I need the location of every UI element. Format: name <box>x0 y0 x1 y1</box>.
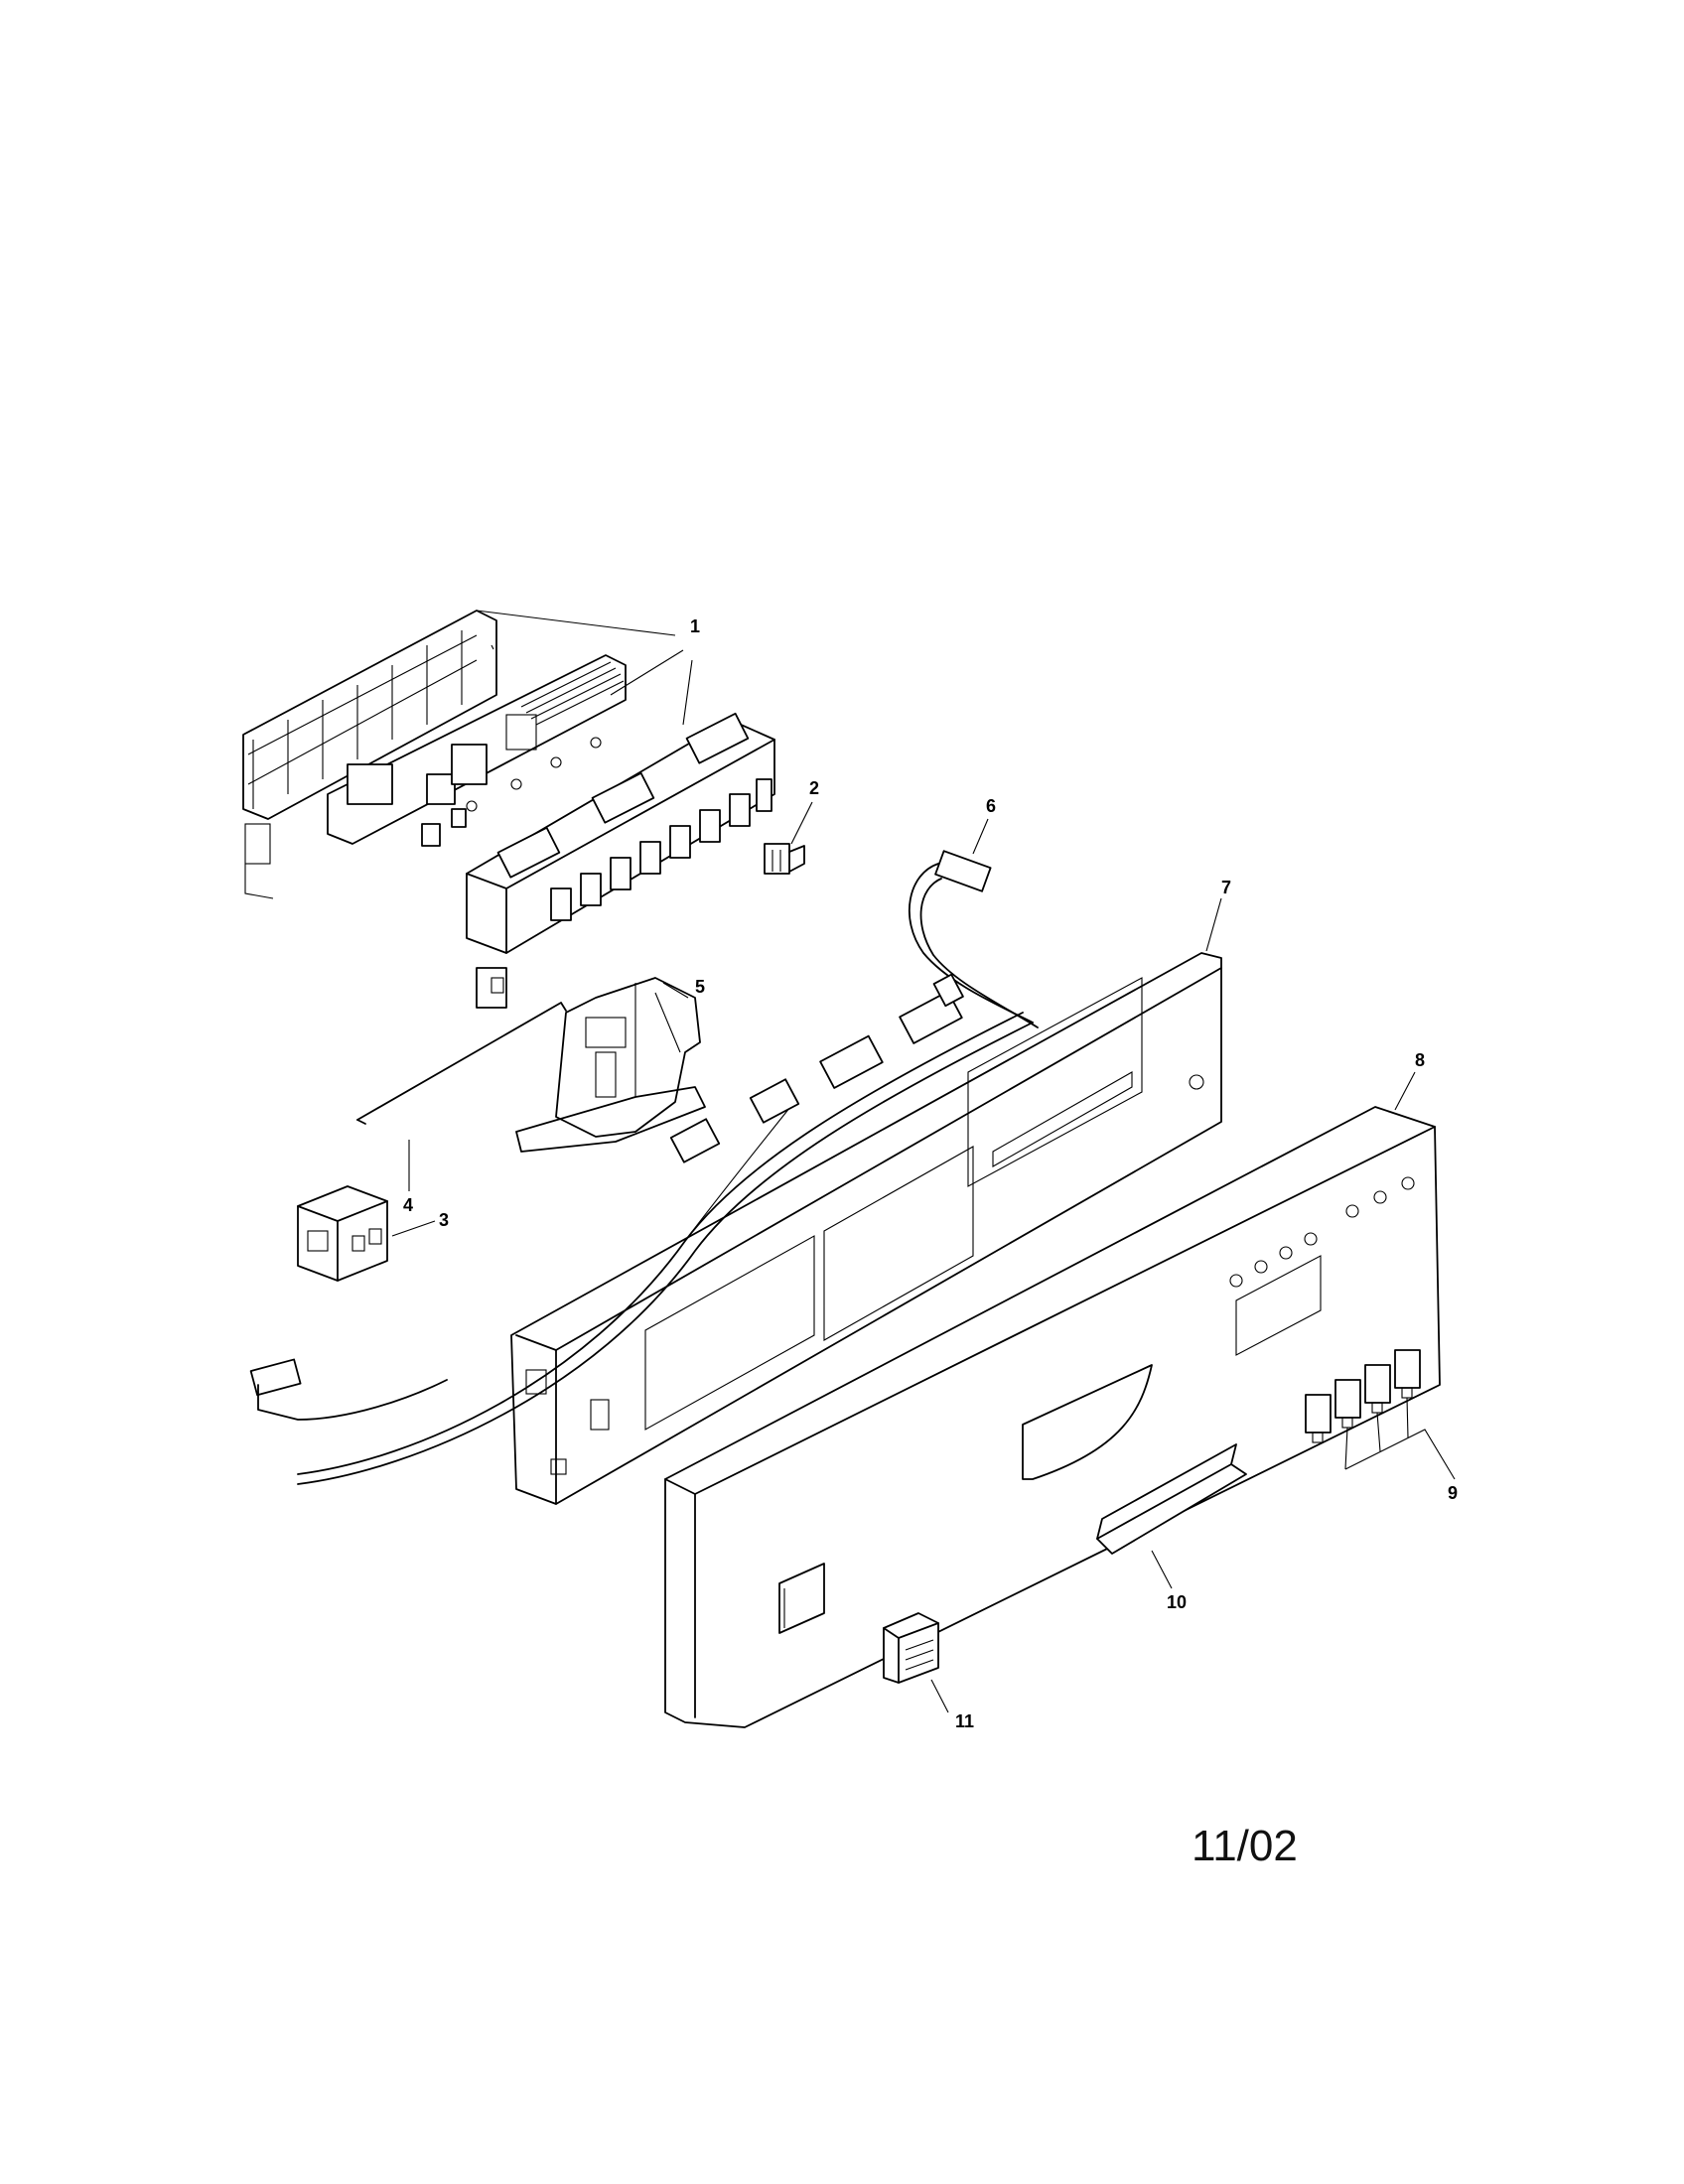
part-6-wire-harness <box>908 850 1039 1028</box>
callout-5: 5 <box>695 977 705 997</box>
part-3-switch-block <box>297 1185 388 1282</box>
leader-line-1d <box>682 659 693 726</box>
leader-line-1c <box>610 649 684 696</box>
part-4-rod <box>356 1002 567 1125</box>
part-9-button-caps <box>1305 1349 1421 1443</box>
callout-6: 6 <box>986 796 996 816</box>
leader-line-9b <box>1376 1412 1381 1452</box>
callout-4: 4 <box>403 1195 413 1215</box>
callout-10: 10 <box>1167 1592 1187 1612</box>
revision-date: 11/02 <box>1192 1822 1298 1870</box>
leader-line-1a <box>491 644 494 650</box>
leader-line-3 <box>391 1220 436 1237</box>
part-1-control-module <box>242 610 775 1009</box>
leader-line-7 <box>1205 897 1222 952</box>
leader-line-2 <box>790 801 813 845</box>
part-10-handle-insert <box>1096 1443 1247 1555</box>
callout-9: 9 <box>1448 1483 1458 1503</box>
leader-line-5 <box>662 982 689 999</box>
part-2-connector-clip <box>764 843 805 875</box>
leader-line-9c <box>1406 1397 1409 1438</box>
button-row <box>550 778 772 921</box>
callout-7: 7 <box>1221 878 1231 897</box>
callout-1: 1 <box>690 616 700 636</box>
leader-line-9 <box>1344 1429 1456 1480</box>
part-11-cap <box>883 1612 939 1684</box>
leader-line-11 <box>930 1679 949 1713</box>
part-8-front-panel <box>664 1106 1441 1728</box>
leader-line-8 <box>1394 1071 1416 1111</box>
leader-line-1b <box>476 610 676 636</box>
part-5-switch-bracket <box>515 977 706 1153</box>
callout-11: 11 <box>955 1711 974 1731</box>
leader-line-9a <box>1344 1427 1348 1470</box>
leader-line-10 <box>1151 1550 1173 1589</box>
part-7-inner-panel <box>249 952 1222 1505</box>
callout-2: 2 <box>809 778 819 798</box>
leader-line-6 <box>972 818 989 855</box>
callout-8: 8 <box>1415 1050 1425 1070</box>
callout-3: 3 <box>439 1210 449 1230</box>
